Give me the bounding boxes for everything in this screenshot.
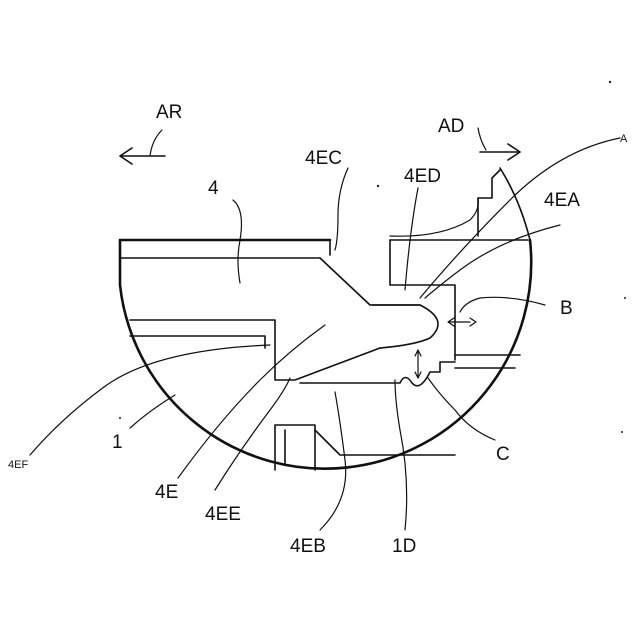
speck [119, 417, 121, 419]
leader-4ef [30, 345, 270, 455]
label-c: C [496, 444, 510, 465]
label-1d: 1D [392, 536, 416, 557]
label-4eb: 4EB [290, 536, 326, 557]
leader-4 [233, 200, 241, 283]
detail-circle-upper-right [500, 168, 530, 240]
leader-4ec [335, 168, 348, 250]
leader-4ea [425, 225, 560, 298]
ad-leader [478, 128, 486, 150]
speck [621, 431, 623, 433]
bottom-block-2 [315, 430, 455, 455]
speck [609, 81, 611, 83]
label-4ef: 4EF [8, 459, 28, 471]
label-ad: AD [438, 116, 464, 137]
right-block [390, 240, 455, 360]
label-4ee: 4EE [205, 504, 241, 525]
label-4ed: 4ED [404, 166, 441, 187]
speck [377, 185, 379, 187]
stepped-profile [478, 170, 500, 236]
leader-4ed [405, 188, 418, 290]
leader-a [420, 138, 620, 298]
label-4ec: 4EC [305, 148, 342, 169]
nose-4ea [372, 305, 438, 348]
leader-4eb [320, 392, 346, 530]
label-ar: AR [156, 102, 182, 123]
gap-b-arrow [448, 318, 476, 326]
leader-b [460, 297, 545, 312]
ar-leader [150, 130, 162, 156]
part-4-upper-edge [320, 258, 420, 305]
ad-arrow [480, 144, 520, 160]
leader-c [428, 378, 495, 440]
label-a: A [620, 133, 628, 145]
part-4e-lower-edge [130, 320, 380, 380]
gap-c-arrow [415, 350, 421, 378]
label-4: 4 [208, 178, 219, 199]
label-1: 1 [112, 432, 123, 453]
label-b: B [560, 298, 573, 319]
stepped-curve [390, 198, 478, 236]
leader-1 [130, 395, 175, 428]
leader-4ee [215, 378, 290, 490]
speck [624, 297, 626, 299]
label-4e: 4E [155, 482, 178, 503]
label-4ea: 4EA [544, 190, 580, 211]
ar-arrow [120, 148, 165, 164]
